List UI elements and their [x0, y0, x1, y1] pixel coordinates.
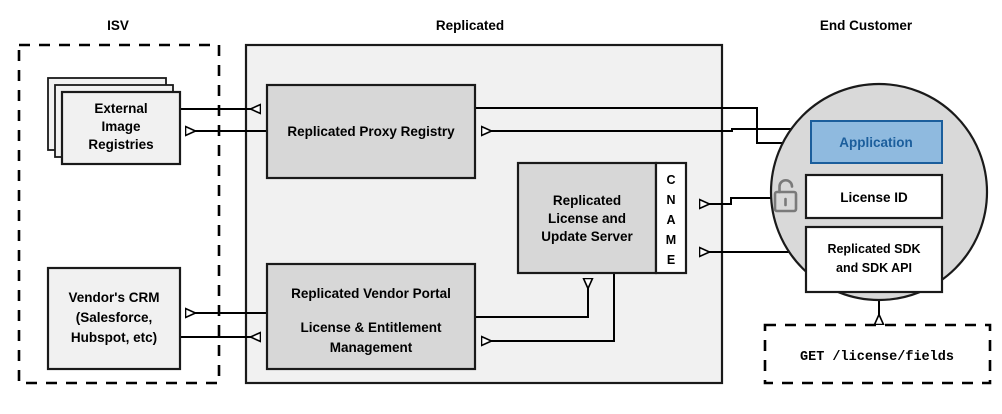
- crm-line-2: (Salesforce,: [76, 310, 153, 325]
- connector-license-server-to-vendor-portal: [482, 273, 615, 341]
- zone-label-end-customer: End Customer: [820, 18, 913, 33]
- cname-letter-e: E: [667, 253, 675, 267]
- connector-license-id-to-cname: [700, 197, 806, 204]
- cname-letter-m: M: [666, 233, 676, 247]
- replicated-vendor-portal-node[interactable]: Replicated Vendor Portal License & Entit…: [265, 262, 477, 371]
- license-id-node[interactable]: License ID: [804, 173, 944, 220]
- replicated-license-update-server-node[interactable]: Replicated License and Update Server: [516, 161, 658, 275]
- application-box: [810, 120, 943, 164]
- cname-letter-a: A: [666, 213, 675, 227]
- registry-card-front: [60, 90, 182, 166]
- cname-node[interactable]: C N A M E: [654, 161, 688, 275]
- cname-box: [654, 161, 688, 275]
- zone-label-isv: ISV: [107, 18, 129, 33]
- license-id-box: [804, 173, 944, 220]
- proxy-registry-box: [265, 83, 477, 180]
- cname-letter-n: N: [666, 193, 675, 207]
- registries-line-1: External: [94, 101, 147, 116]
- crm-line-1: Vendor's CRM: [69, 290, 160, 305]
- registries-line-3: Registries: [88, 137, 153, 152]
- license-server-line-2: License and: [548, 211, 626, 226]
- api-request-label: GET /license/fields: [800, 350, 954, 365]
- connector-vendor-portal-to-license-server: [475, 279, 588, 318]
- application-node[interactable]: Application: [810, 120, 943, 164]
- vendors-crm-node[interactable]: Vendor's CRM (Salesforce, Hubspot, etc): [46, 266, 182, 371]
- replicated-proxy-registry-node[interactable]: Replicated Proxy Registry: [265, 83, 477, 180]
- crm-line-3: Hubspot, etc): [71, 330, 157, 345]
- api-request-node[interactable]: GET /license/fields: [763, 323, 992, 385]
- vendor-portal-line-2: License & Entitlement: [300, 320, 442, 335]
- license-update-server-box: [516, 161, 658, 275]
- replicated-sdk-node[interactable]: Replicated SDK and SDK API: [804, 225, 944, 294]
- external-image-registries-node[interactable]: External Image Registries: [47, 77, 182, 166]
- connector-customer-to-proxy: [482, 129, 806, 131]
- vendor-portal-line-1: Replicated Vendor Portal: [291, 286, 451, 301]
- license-server-line-1: Replicated: [553, 193, 621, 208]
- vendor-portal-line-3: Management: [330, 340, 413, 355]
- application-label: Application: [839, 135, 913, 150]
- license-id-label: License ID: [840, 190, 908, 205]
- replicated-sdk-box: [804, 225, 944, 294]
- zone-label-replicated: Replicated: [436, 18, 504, 33]
- vendor-portal-box: [265, 262, 477, 371]
- registries-line-2: Image: [101, 119, 141, 134]
- isv-zone-boundary: [17, 43, 221, 385]
- cname-letter-c: C: [666, 173, 675, 187]
- open-padlock-icon: [773, 178, 798, 213]
- sdk-line-1: Replicated SDK: [827, 242, 920, 256]
- vendors-crm-box: [46, 266, 182, 371]
- sdk-line-2: and SDK API: [836, 261, 912, 275]
- proxy-registry-label: Replicated Proxy Registry: [287, 124, 455, 139]
- license-server-line-3: Update Server: [541, 229, 633, 244]
